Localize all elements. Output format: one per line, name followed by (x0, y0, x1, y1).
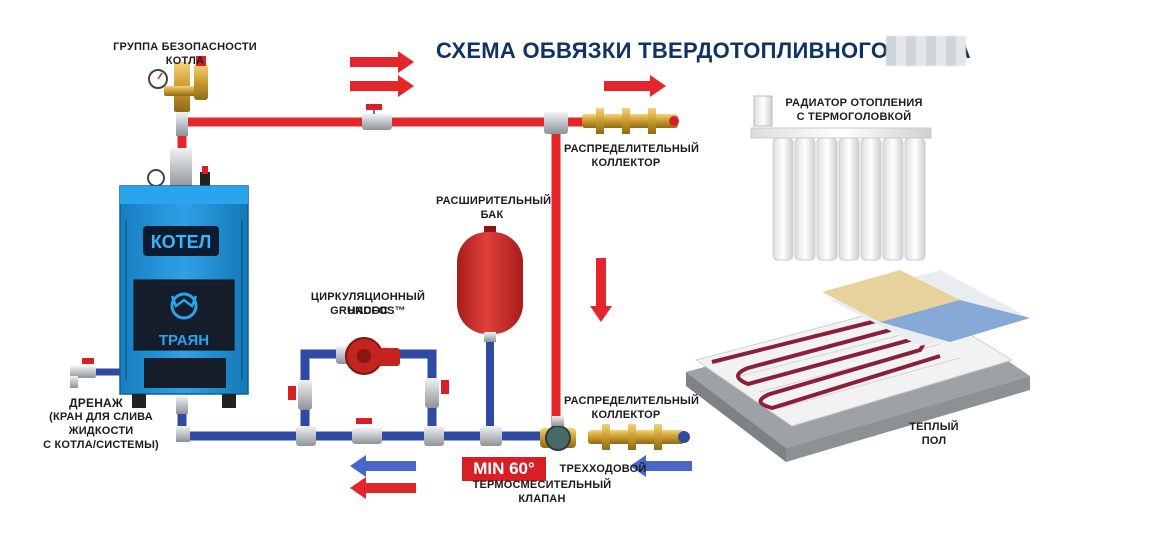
supply-arrow-3 (604, 75, 666, 97)
boiler-door (133, 279, 235, 351)
boiler-thermometer-icon (147, 169, 165, 187)
tee-fitting (176, 426, 190, 442)
tank-label-line-1: РАСШИРИТЕЛЬНЫЙ (436, 195, 552, 207)
pump-valve-left (288, 380, 312, 410)
radiator-label-line-1: РАДИАТОР ОТОПЛЕНИЯ (785, 97, 923, 109)
safety-group-label: ГРУППА БЕЗОПАСНОСТИ КОТЛА (113, 41, 257, 67)
tee-fitting (296, 426, 316, 446)
down-arrow (590, 258, 612, 322)
collector-bottom-label-line-2: КОЛЛЕКТОР (591, 409, 661, 421)
collector-top-label-line-1: РАСПРЕДЕЛИТЕЛЬНЫЙ (564, 143, 700, 155)
ball-valve-bottom (352, 418, 382, 444)
return-arrow-2 (350, 477, 416, 499)
collector-bottom-label-line-1: РАСПРЕДЕЛИТЕЛЬНЫЙ (564, 395, 700, 407)
drain-desc-line-3: С КОТЛА/СИСТЕМЫ) (43, 439, 159, 451)
warm-floor-label-line-1: ТЕПЛЫЙ (909, 421, 959, 433)
boiler-brand-text: ТРАЯН (159, 332, 209, 349)
warm-floor-label-line-2: ПОЛ (921, 435, 947, 447)
supply-arrow-2 (350, 75, 414, 97)
flow-arrows (350, 51, 692, 499)
pump-label-line-1: ЦИРКУЛЯЦИОННЫЙ НАСОС (310, 291, 426, 317)
pump-label-line-2: GRUNDFOS™ (330, 305, 406, 317)
tank-label-line-2: БАК (480, 209, 504, 221)
expansion-tank (457, 226, 523, 342)
three-way-mixing-valve (540, 416, 576, 451)
collector-top-label-line-2: КОЛЛЕКТОР (591, 157, 661, 169)
warm-floor (686, 270, 1030, 462)
valve-label-line-2: ТЕРМОСМЕСИТЕЛЬНЫЙ КЛАПАН (472, 479, 612, 505)
tee-fitting (544, 112, 568, 134)
boiler-label: КОТЕЛ (151, 232, 212, 252)
tee-fitting (424, 426, 444, 446)
safety-group (148, 56, 208, 136)
boiler-nameplate (143, 226, 219, 256)
brand-logo-icon (170, 292, 198, 320)
collector-bottom (588, 424, 690, 450)
return-arrow-3 (630, 455, 692, 477)
radiator (750, 95, 932, 261)
circulation-pump (336, 337, 400, 375)
boiler: ТРАЯН КОТЕЛ (119, 148, 249, 414)
pump-valve-right (425, 378, 449, 408)
tee-fitting (480, 426, 502, 446)
blurred-watermark (886, 36, 966, 66)
supply-arrow-1 (350, 51, 414, 73)
radiator-label-line-2: С ТЕРМОГОЛОВКОЙ (796, 111, 912, 123)
min-temp-badge: MIN 60° (462, 457, 546, 481)
valve-label-line-1: ТРЕХХОДОВОЙ (559, 463, 647, 475)
collector-top (582, 108, 679, 134)
drain-title: ДРЕНАЖ (69, 396, 123, 410)
ball-valve-top (362, 104, 392, 130)
drain-desc-line-1: (КРАН ДЛЯ СЛИВА (49, 411, 153, 423)
drain-desc-line-2: ЖИДКОСТИ (68, 425, 134, 437)
diagram-title: СХЕМА ОБВЯЗКИ ТВЕРДОТОПЛИВНОГО КОТЛА (436, 38, 971, 63)
drain-tap (70, 358, 96, 388)
return-arrow-1 (350, 455, 416, 477)
